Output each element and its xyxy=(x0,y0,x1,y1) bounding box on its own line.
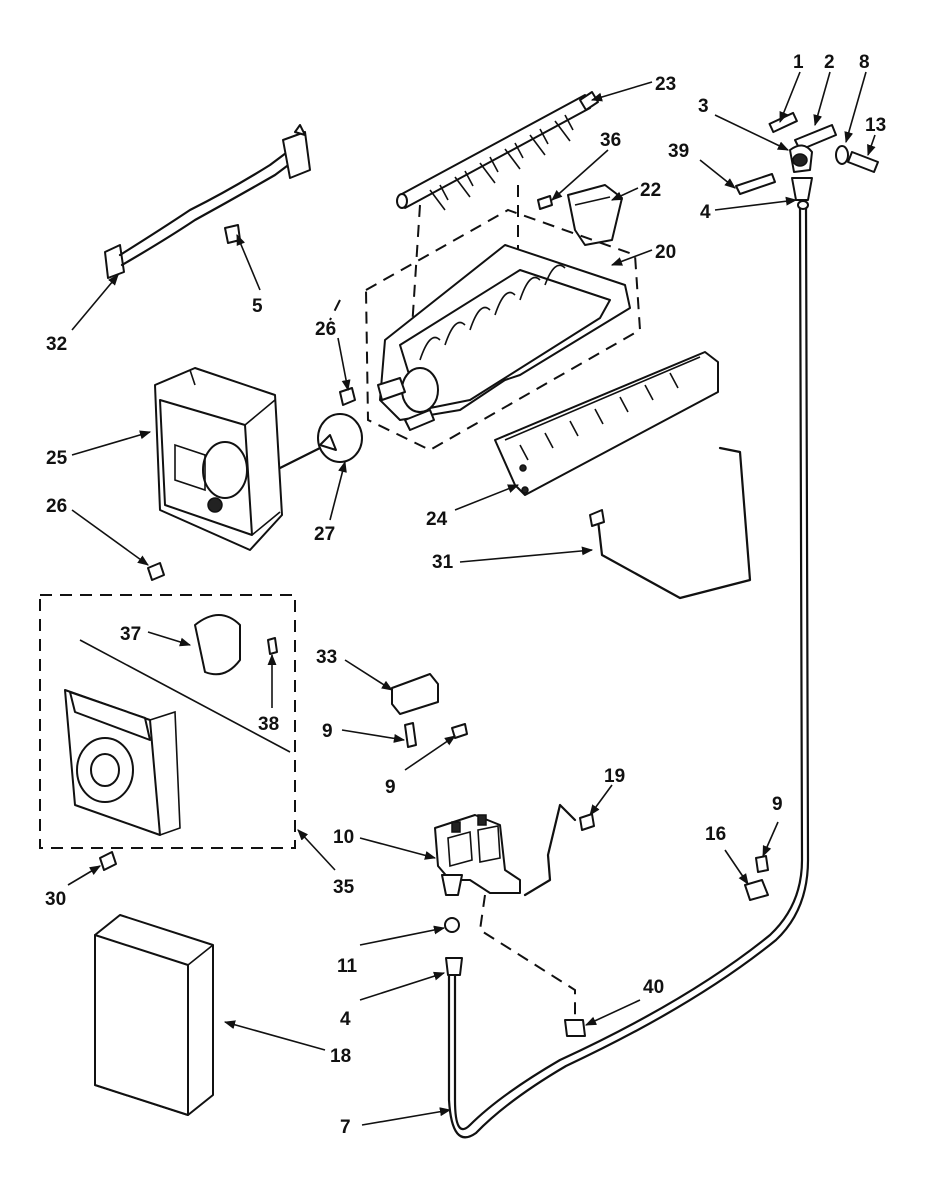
callout-labels: 1 2 8 13 3 39 4 23 36 22 20 5 32 26 25 2… xyxy=(45,52,886,1138)
shutoff-arm xyxy=(589,446,752,600)
callout-18: 18 xyxy=(330,1046,351,1067)
callout-25: 25 xyxy=(46,448,68,469)
callout-5: 5 xyxy=(252,296,263,317)
motor-27 xyxy=(278,413,363,470)
callout-4-top: 4 xyxy=(700,202,711,223)
callout-40: 40 xyxy=(643,977,664,998)
callout-23: 23 xyxy=(655,74,676,95)
callout-36: 36 xyxy=(600,130,621,151)
callout-20: 20 xyxy=(655,242,676,263)
screw-36 xyxy=(537,195,553,210)
screw-9-a xyxy=(404,722,417,748)
callout-37: 37 xyxy=(120,624,141,645)
callout-35: 35 xyxy=(333,877,355,898)
housing-22 xyxy=(567,184,623,246)
callout-2: 2 xyxy=(824,52,835,73)
ice-mold-assembly xyxy=(364,208,642,452)
leader-lines xyxy=(67,71,876,1126)
callout-9-a: 9 xyxy=(322,721,333,742)
front-cover-18 xyxy=(94,914,214,1116)
nut-30 xyxy=(99,851,117,871)
stripper-24 xyxy=(494,351,719,496)
callout-10: 10 xyxy=(333,827,354,848)
callout-11: 11 xyxy=(337,956,358,977)
callout-4-bottom: 4 xyxy=(340,1009,351,1030)
callout-7: 7 xyxy=(340,1117,351,1138)
water-valve xyxy=(434,803,595,1037)
bracket-33 xyxy=(391,673,439,715)
callout-39: 39 xyxy=(668,141,689,162)
wire-harness xyxy=(104,124,311,279)
callout-31: 31 xyxy=(432,552,454,573)
callout-1: 1 xyxy=(793,52,804,73)
control-housing xyxy=(147,367,283,581)
callout-27: 27 xyxy=(314,524,335,545)
callout-26-top: 26 xyxy=(315,319,336,340)
callout-38: 38 xyxy=(258,714,279,735)
callout-26-bottom: 26 xyxy=(46,496,67,517)
screw-26 xyxy=(339,387,356,406)
screw-9-b xyxy=(451,723,468,739)
callout-9-c: 9 xyxy=(772,794,783,815)
clamp-16 xyxy=(744,855,769,901)
callout-9-b: 9 xyxy=(385,777,396,798)
callout-33: 33 xyxy=(316,647,337,668)
callout-24: 24 xyxy=(426,509,448,530)
valve-fittings-top-right xyxy=(735,111,879,210)
callout-16: 16 xyxy=(705,824,726,845)
alignment-lines xyxy=(329,185,519,391)
callout-8: 8 xyxy=(859,52,870,73)
ejector-rake xyxy=(396,91,599,211)
callout-30: 30 xyxy=(45,889,66,910)
callout-3: 3 xyxy=(698,96,709,117)
callout-19: 19 xyxy=(604,766,625,787)
callout-13: 13 xyxy=(865,115,886,136)
water-tube xyxy=(447,203,810,1139)
callout-22: 22 xyxy=(640,180,661,201)
module-assembly-35 xyxy=(39,594,296,849)
callout-32: 32 xyxy=(46,334,67,355)
